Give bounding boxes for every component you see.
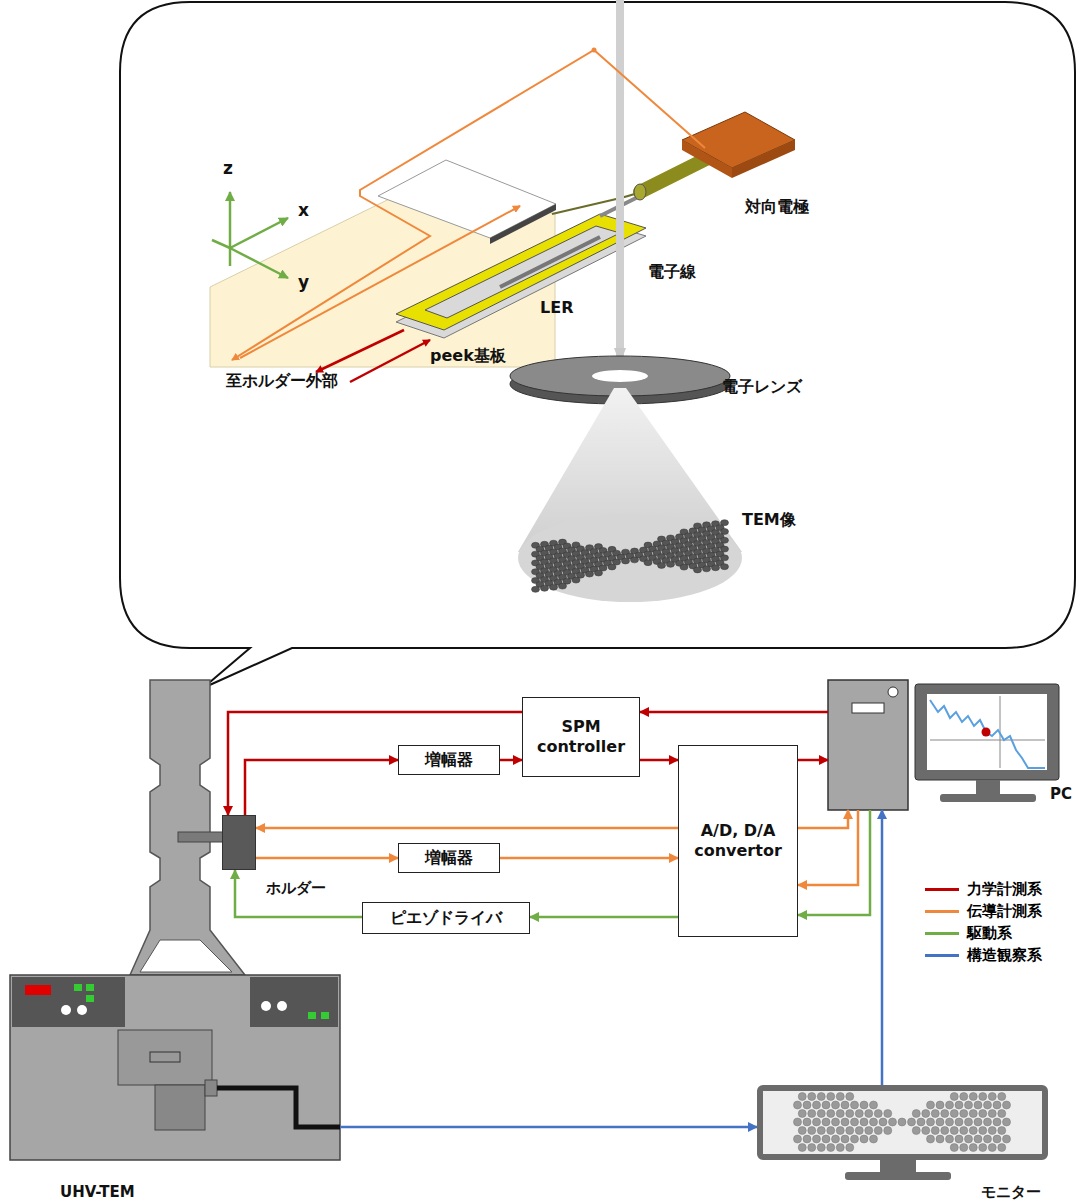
legend-text: 力学計測系 (967, 880, 1042, 899)
signal-connector (340, 1126, 757, 1129)
node-label: UHV-TEM (60, 1183, 135, 1201)
probe-wire (552, 192, 640, 214)
legend-row: 力学計測系 (925, 880, 1042, 899)
camera (155, 1085, 205, 1130)
sample-rod-end (634, 184, 646, 200)
signal-connector (798, 810, 848, 828)
legend-swatch (925, 954, 959, 957)
holder-rod (178, 832, 224, 842)
white-plate-side (490, 204, 556, 244)
signal-connector (640, 711, 828, 714)
monitor-stand (880, 1160, 916, 1173)
part-label: peek基板 (430, 346, 506, 367)
electron-beam (616, 0, 624, 362)
signal-connector (500, 857, 678, 860)
signal-connector (798, 810, 858, 885)
part-label: 電子レンズ (722, 377, 802, 398)
part-label: 電子線 (648, 262, 696, 283)
pc-tower (828, 680, 908, 810)
legend-row: 伝導計測系 (925, 902, 1042, 921)
ler-rod (500, 237, 600, 287)
box-text: 増幅器 (425, 750, 473, 770)
box-text: SPM controller (535, 717, 627, 757)
piezo-driver-box: ピエゾドライバ (362, 902, 530, 934)
amplifier-box: 増幅器 (398, 843, 500, 873)
part-label: 対向電極 (745, 197, 809, 218)
mechanical-wire (350, 340, 430, 382)
conduction-wire (232, 50, 705, 360)
legend-text: 駆動系 (967, 924, 1012, 943)
monitor: モニター (757, 1085, 1048, 1160)
axes (212, 192, 288, 278)
part-label: 至ホルダー外部 (226, 371, 338, 392)
callout-bubble (120, 2, 1075, 688)
legend-row: 駆動系 (925, 924, 1012, 943)
axis-label: x (298, 200, 309, 220)
legend-swatch (925, 910, 959, 913)
signal-connector (798, 759, 828, 762)
counter-electrode-side (732, 140, 795, 178)
part-label: TEM像 (742, 510, 796, 531)
legend-text: 構造観察系 (967, 946, 1042, 965)
conduction-wire (240, 206, 520, 358)
signal-connector (228, 712, 522, 815)
tem-image (518, 514, 742, 602)
pc-monitor (915, 684, 1059, 780)
box-text: 増幅器 (425, 848, 473, 868)
ler-frame (396, 214, 646, 330)
signal-connector (256, 827, 678, 830)
node-label: ホルダー (266, 879, 326, 898)
mechanical-wire (316, 330, 404, 372)
axis-label: y (298, 272, 309, 292)
node-label: PC (1050, 785, 1072, 803)
legend-swatch (925, 932, 959, 935)
counter-electrode-top (682, 112, 795, 168)
signal-connector (798, 810, 870, 915)
converter-box: A/D, D/A convertor (678, 745, 798, 937)
signal-connector (256, 857, 398, 860)
amplifier-box: 増幅器 (398, 745, 500, 775)
legend-swatch (925, 888, 959, 891)
counter-electrode-front (682, 140, 732, 178)
axis-label: z (223, 158, 233, 178)
signal-connector (640, 759, 678, 762)
signal-connector (245, 760, 398, 815)
part-label: LER (540, 298, 573, 317)
box-text: A/D, D/A convertor (693, 821, 783, 861)
holder: ホルダー (222, 815, 256, 870)
signal-connector (530, 916, 678, 919)
controller-box: SPM controller (522, 697, 640, 777)
tem-image-atoms (532, 520, 729, 593)
tem-base (10, 975, 340, 1160)
signal-connector (881, 810, 884, 1085)
node-label: モニター (981, 1183, 1041, 1202)
white-plate (378, 160, 556, 238)
microscope: UHV-TEM (10, 975, 340, 1160)
legend-text: 伝導計測系 (967, 902, 1042, 921)
camera-cable (217, 1088, 340, 1127)
box-text: ピエゾドライバ (390, 908, 502, 928)
legend-row: 構造観察系 (925, 946, 1042, 965)
signal-connector (235, 870, 362, 917)
pc: PC (828, 680, 1078, 810)
signal-connector (500, 759, 522, 762)
